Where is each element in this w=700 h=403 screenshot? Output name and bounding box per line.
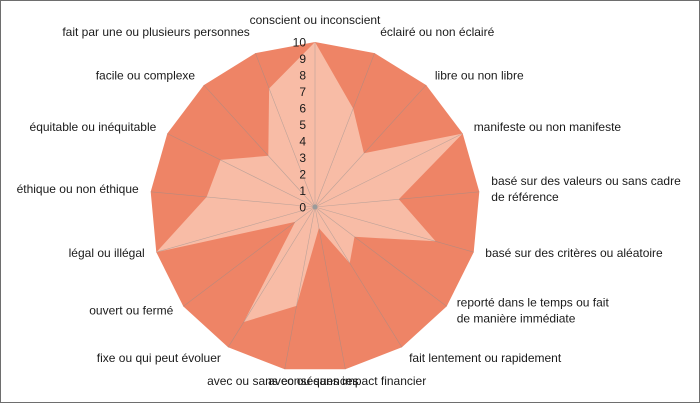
spoke-line bbox=[314, 206, 447, 307]
spoke-line bbox=[150, 191, 316, 208]
spoke-line bbox=[167, 133, 316, 208]
category-label: facile ou complexe bbox=[96, 69, 196, 83]
tick-label: 8 bbox=[299, 69, 306, 83]
tick-label: 9 bbox=[299, 52, 306, 66]
spoke-line bbox=[284, 206, 316, 370]
tick-label: 10 bbox=[293, 36, 307, 50]
category-label: avec ou sans conséquences bbox=[207, 374, 358, 388]
spoke-line bbox=[255, 52, 316, 208]
category-label: avec ou sans impact financier bbox=[268, 374, 426, 388]
grid-layer bbox=[150, 42, 480, 370]
center-marker bbox=[312, 204, 318, 210]
category-label: conscient ou inconscient bbox=[250, 13, 381, 27]
tick-label: 6 bbox=[299, 102, 306, 116]
tick-labels: 0 1 2 3 4 5 6 7 8 9 10 bbox=[293, 36, 307, 215]
category-label: éclairé ou non éclairé bbox=[380, 25, 494, 39]
category-label: fait par une ou plusieurs personnes bbox=[62, 25, 249, 39]
spoke-line bbox=[227, 206, 316, 348]
category-label: basé sur des critères ou aléatoire bbox=[485, 246, 663, 260]
tick-label: 4 bbox=[299, 135, 306, 149]
category-label: éthique ou non éthique bbox=[17, 182, 139, 196]
spoke-line bbox=[183, 206, 316, 307]
series-area-2 bbox=[156, 42, 463, 322]
category-label: manifeste ou non manifeste bbox=[474, 120, 622, 134]
spoke-line bbox=[314, 206, 403, 348]
category-label: ouvert ou fermé bbox=[89, 304, 173, 318]
tick-label: 5 bbox=[299, 118, 306, 132]
spoke-line bbox=[203, 84, 316, 208]
tick-label: 3 bbox=[299, 151, 306, 165]
category-label: équitable ou inéquitable bbox=[30, 120, 157, 134]
spoke-line bbox=[314, 206, 346, 370]
spoke-line bbox=[314, 52, 375, 208]
spoke-line bbox=[314, 191, 480, 208]
category-label: fixe ou qui peut évoluer bbox=[97, 351, 221, 365]
spoke-line bbox=[314, 84, 427, 208]
spoke-line bbox=[314, 206, 474, 253]
category-label: fait lentement ou rapidement bbox=[409, 351, 562, 365]
spoke-line bbox=[156, 206, 316, 253]
category-label: légal ou illégal bbox=[69, 246, 145, 260]
tick-label: 1 bbox=[299, 184, 306, 198]
tick-label: 0 bbox=[299, 201, 306, 215]
tick-label: 2 bbox=[299, 168, 306, 182]
spoke-line bbox=[314, 133, 463, 208]
tick-label: 7 bbox=[299, 85, 306, 99]
category-label: libre ou non libre bbox=[435, 69, 524, 83]
